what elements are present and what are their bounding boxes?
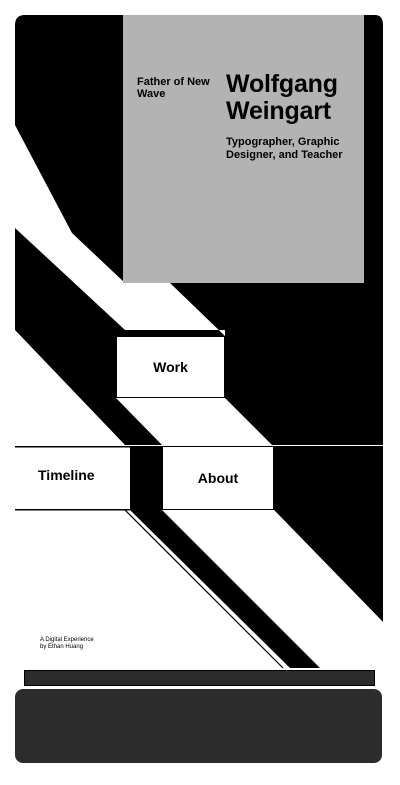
work-button-label: Work xyxy=(153,359,188,375)
credit-text: A Digital Experience by Ethan Huang xyxy=(40,637,94,651)
page-title: Wolfgang Weingart xyxy=(226,70,338,125)
black-right-wedge xyxy=(274,446,383,622)
work-button[interactable]: Work xyxy=(116,336,225,398)
hero-kicker: Father of New Wave xyxy=(137,76,210,100)
black-diagonal-stripe xyxy=(130,510,320,668)
white-middle-strip xyxy=(116,398,272,445)
timeline-link[interactable]: Timeline xyxy=(38,467,95,483)
white-diagonal-band xyxy=(15,125,225,336)
credit-line-2: by Ethan Huang xyxy=(40,644,84,650)
credit-line-1: A Digital Experience xyxy=(40,637,94,643)
horizontal-rule xyxy=(15,445,383,447)
hero-card: Father of New Wave Wolfgang Weingart Typ… xyxy=(123,15,364,283)
hero-tagline: Typographer, Graphic Designer, and Teach… xyxy=(226,136,343,161)
about-button[interactable]: About xyxy=(162,446,274,510)
diagonal-rule xyxy=(124,509,284,669)
timeline-top-rule xyxy=(15,446,130,448)
browser-toolbar xyxy=(24,670,375,686)
white-left-wedge xyxy=(15,330,125,445)
about-button-label: About xyxy=(197,470,239,486)
white-right-diagonal xyxy=(162,510,383,625)
black-vertical-connector xyxy=(130,446,162,510)
browser-bottom-panel xyxy=(15,689,382,763)
timeline-bottom-rule xyxy=(15,509,130,511)
